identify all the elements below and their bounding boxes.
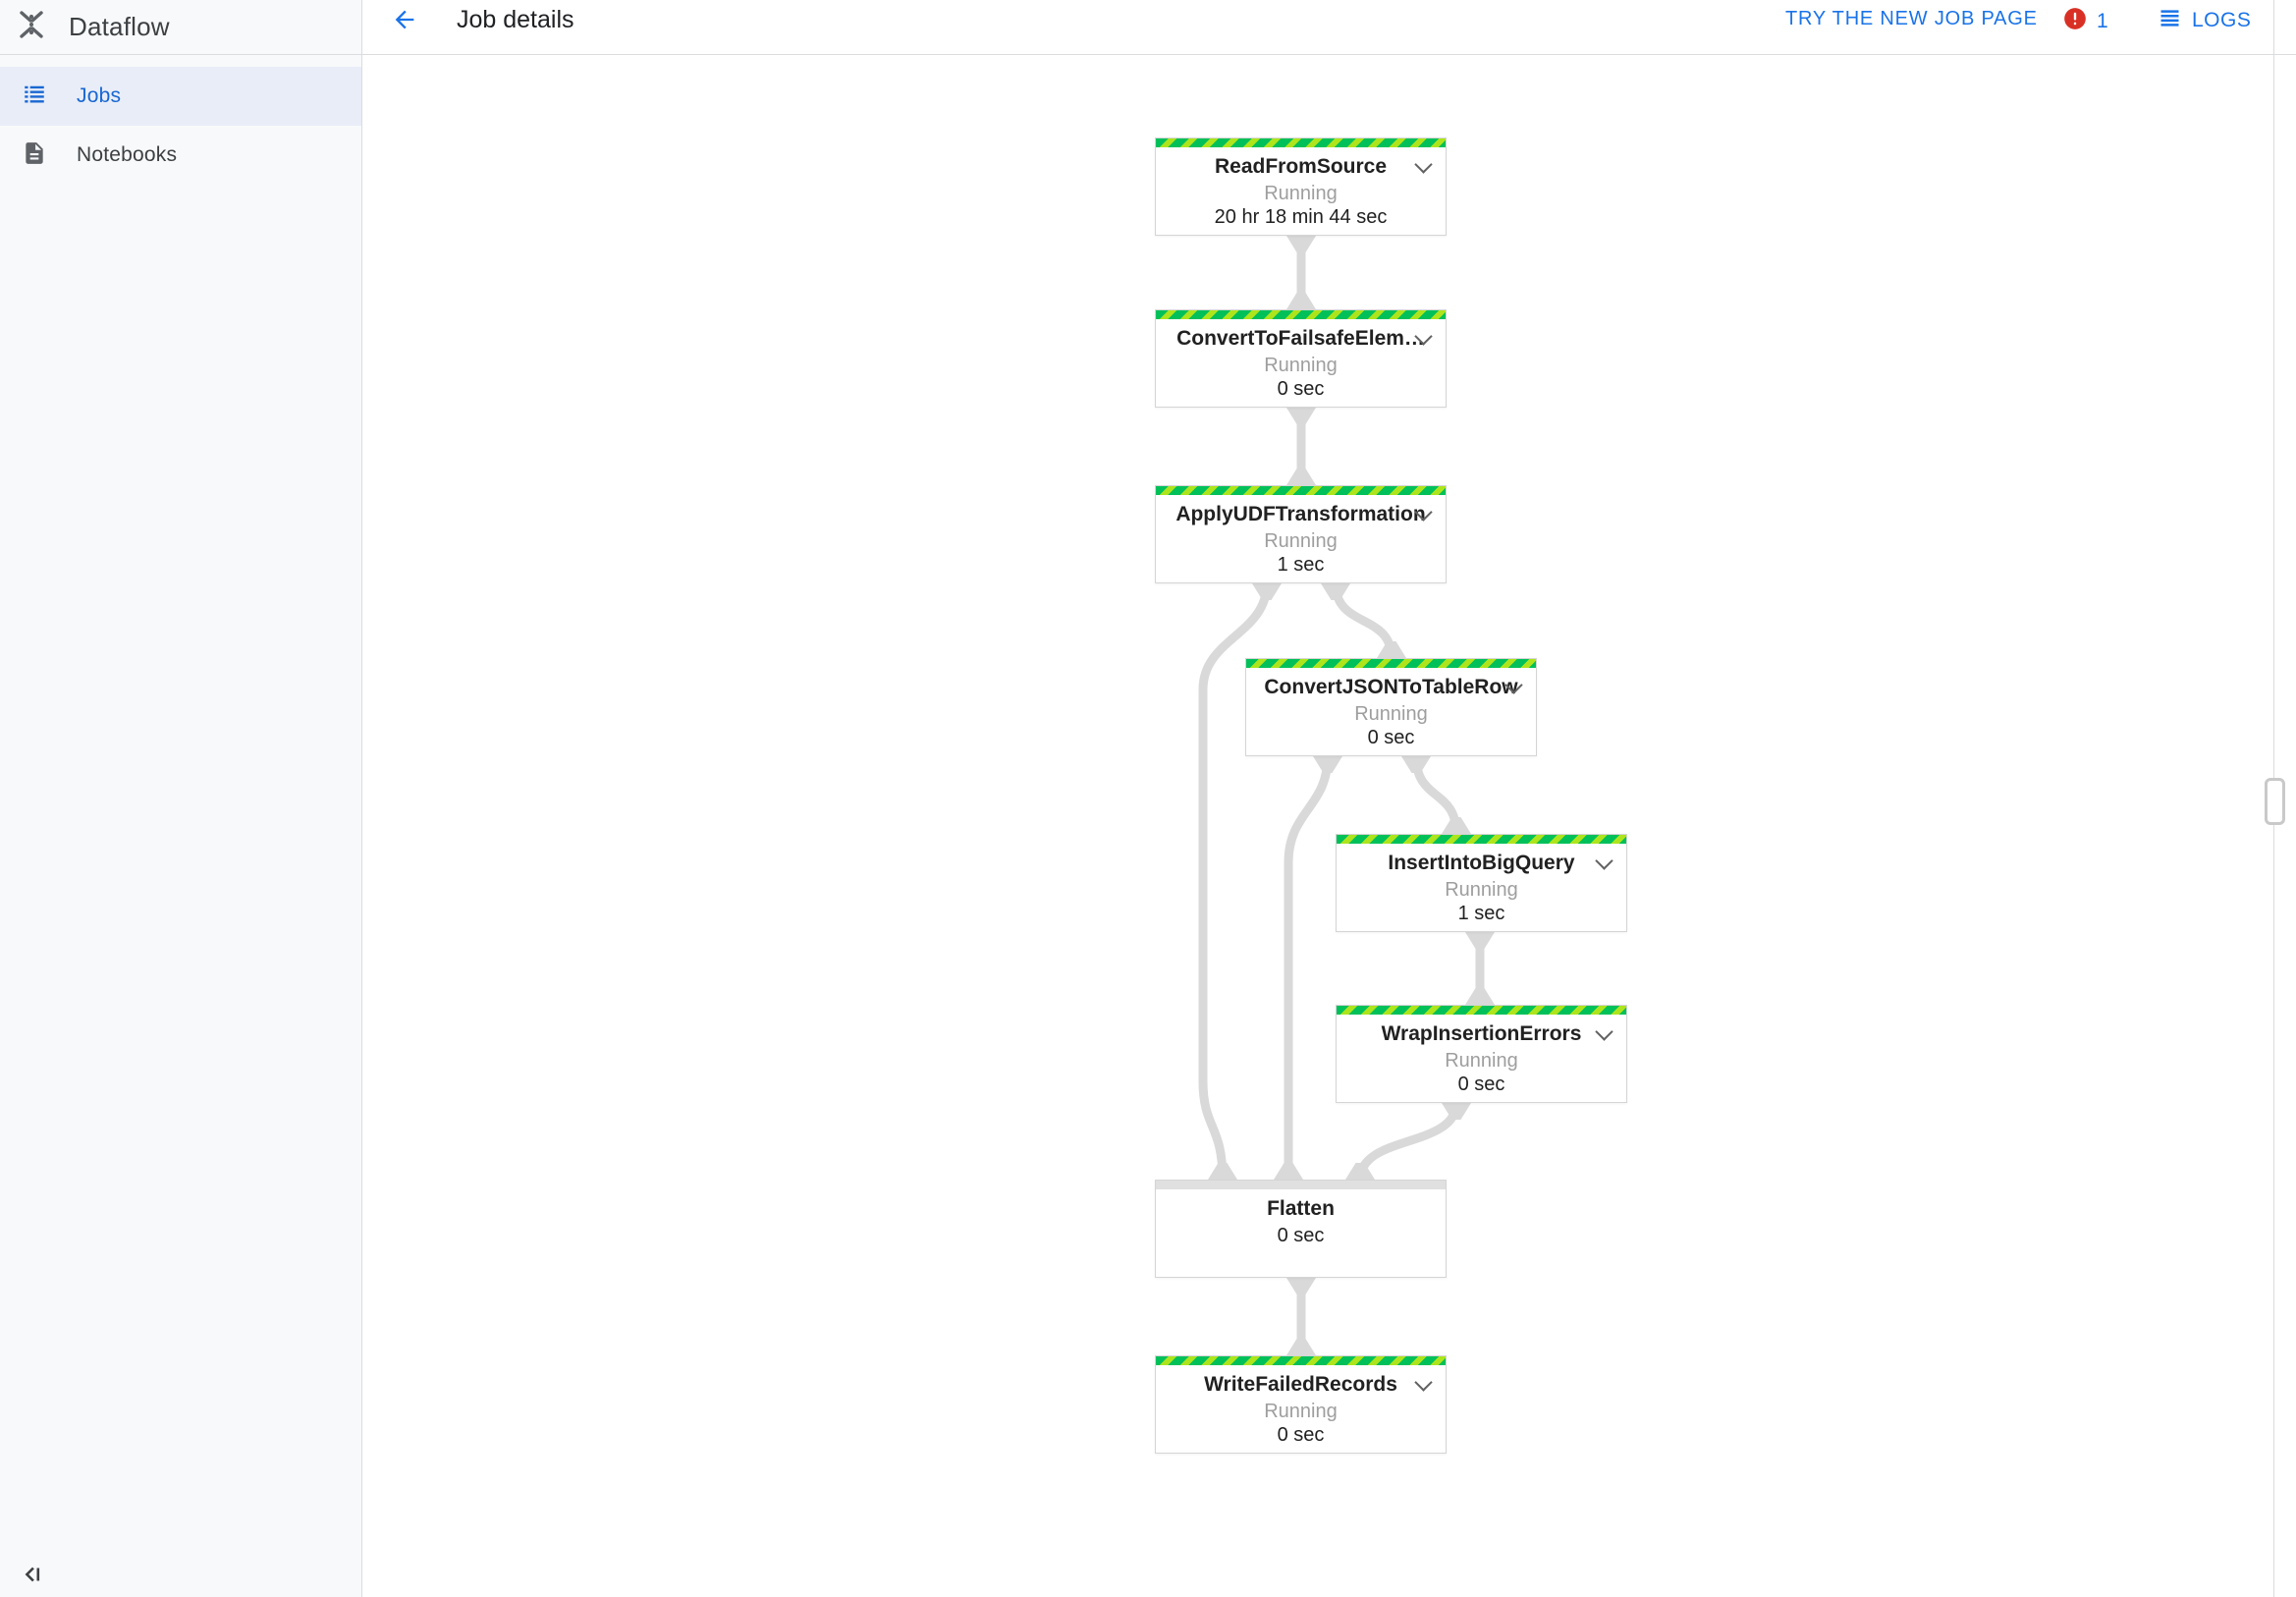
node-status-bar (1156, 138, 1446, 147)
edge-ConvertJSONToTableRow-to-InsertIntoBigQuery (1411, 755, 1461, 835)
node-title: WrapInsertionErrors (1381, 1022, 1582, 1045)
edge-funnel (1286, 1339, 1316, 1355)
node-status: Running (1264, 355, 1338, 376)
pipeline-node-ApplyUDFTransformation[interactable]: ApplyUDFTransformation Running 1 sec (1155, 485, 1447, 583)
node-status-bar (1337, 1006, 1626, 1015)
edge-funnel (1286, 1278, 1316, 1294)
dataflow-logo-icon (14, 7, 49, 47)
sidebar-header: Dataflow (0, 0, 361, 55)
product-title: Dataflow (69, 12, 170, 41)
document-icon (22, 140, 47, 171)
sidebar-item-label: Jobs (77, 84, 122, 107)
logs-label: LOGS (2192, 9, 2252, 31)
edge-funnel (1286, 236, 1316, 252)
node-status-bar (1156, 310, 1446, 319)
list-icon (22, 82, 47, 112)
collapse-sidebar-button[interactable] (22, 1562, 49, 1589)
pipeline-node-ReadFromSource[interactable]: ReadFromSource Running 20 hr 18 min 44 s… (1155, 138, 1447, 236)
back-arrow-icon[interactable] (391, 6, 418, 33)
try-new-job-page-link[interactable]: TRY THE NEW JOB PAGE (1785, 8, 2038, 29)
node-title: ConvertToFailsafeElem… (1176, 327, 1425, 350)
node-status: Running (1264, 183, 1338, 204)
node-status-bar (1246, 659, 1536, 668)
panel-resize-handle[interactable] (2265, 778, 2285, 825)
node-status: Running (1264, 530, 1338, 552)
page-title: Job details (457, 6, 574, 33)
node-duration: 20 hr 18 min 44 sec (1214, 206, 1388, 228)
node-duration: 0 sec (1277, 1424, 1325, 1446)
node-title: ReadFromSource (1214, 155, 1388, 178)
node-duration: 0 sec (1457, 1074, 1505, 1095)
edge-funnel (1274, 1163, 1303, 1180)
node-title: InsertIntoBigQuery (1388, 852, 1575, 874)
node-status-bar (1156, 486, 1446, 495)
edge-funnel (1442, 817, 1471, 834)
node-status-bar (1156, 1181, 1446, 1189)
edge-funnel (1401, 756, 1431, 773)
node-status: Running (1445, 879, 1518, 901)
node-status-bar (1156, 1356, 1446, 1365)
pipeline-node-InsertIntoBigQuery[interactable]: InsertIntoBigQuery Running 1 sec (1336, 834, 1627, 932)
edge-funnel (1377, 641, 1406, 658)
node-status-bar (1337, 835, 1626, 844)
node-duration: 0 sec (1277, 1225, 1325, 1246)
pipeline-node-WrapInsertionErrors[interactable]: WrapInsertionErrors Running 0 sec (1336, 1005, 1627, 1103)
job-errors-indicator[interactable]: 1 (2062, 6, 2108, 36)
sidebar: Dataflow Jobs Notebooks (0, 0, 362, 1597)
edge-funnel (1252, 583, 1282, 600)
sidebar-item-label: Notebooks (77, 143, 178, 166)
node-title: ApplyUDFTransformation (1175, 503, 1426, 525)
node-title: WriteFailedRecords (1204, 1373, 1397, 1396)
edge-funnel (1313, 756, 1342, 773)
edge-funnel (1465, 932, 1495, 949)
node-duration: 0 sec (1367, 727, 1415, 748)
sidebar-nav: Jobs Notebooks (0, 55, 361, 185)
edge-funnel (1345, 1163, 1375, 1180)
node-duration: 1 sec (1277, 554, 1325, 576)
sidebar-item-jobs[interactable]: Jobs (0, 67, 361, 126)
node-title: Flatten (1267, 1197, 1335, 1220)
edge-funnel (1321, 583, 1350, 600)
node-status: Running (1264, 1401, 1338, 1422)
logs-button[interactable]: LOGS (2157, 5, 2251, 36)
pipeline-node-ConvertToFailsafeElements[interactable]: ConvertToFailsafeElem… Running 0 sec (1155, 309, 1447, 408)
error-icon (2062, 6, 2088, 36)
pipeline-node-Flatten[interactable]: Flatten 0 sec (1155, 1180, 1447, 1278)
sidebar-item-notebooks[interactable]: Notebooks (0, 126, 361, 185)
edge-funnel (1465, 988, 1495, 1005)
error-count: 1 (2097, 9, 2108, 32)
top-bar: Job details TRY THE NEW JOB PAGE 1 LOGS (362, 0, 2296, 55)
logs-list-icon (2157, 5, 2183, 36)
edge-funnel (1442, 1103, 1471, 1120)
node-duration: 1 sec (1457, 903, 1505, 924)
edge-ApplyUDFTransformation-to-ConvertJSONToTableRow (1331, 582, 1396, 659)
pipeline-node-WriteFailedRecords[interactable]: WriteFailedRecords Running 0 sec (1155, 1355, 1447, 1454)
edge-ConvertJSONToTableRow-to-Flatten (1284, 755, 1333, 1180)
node-status: Running (1445, 1050, 1518, 1072)
edge-funnel (1286, 293, 1316, 309)
node-duration: 0 sec (1277, 378, 1325, 400)
edge-WrapInsertionErrors-to-Flatten (1355, 1102, 1461, 1181)
node-title: ConvertJSONToTableRow (1264, 676, 1518, 698)
pipeline-node-ConvertJSONToTableRow[interactable]: ConvertJSONToTableRow Running 0 sec (1245, 658, 1537, 756)
node-status: Running (1354, 703, 1428, 725)
edge-funnel (1286, 468, 1316, 485)
edge-funnel (1208, 1163, 1237, 1180)
edge-funnel (1286, 408, 1316, 424)
